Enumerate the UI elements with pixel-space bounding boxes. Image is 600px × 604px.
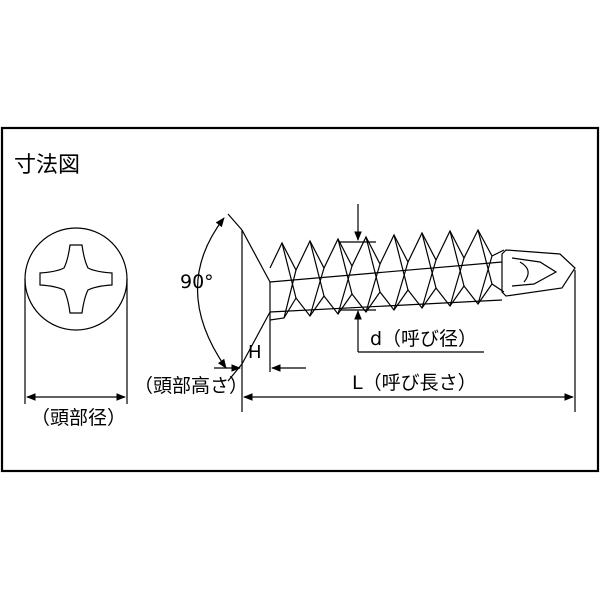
thread-crests-bottom (269, 283, 505, 321)
screw-head-top-view (24, 227, 128, 331)
d-label: d（呼び径） (370, 328, 477, 350)
angle-arc (196, 217, 227, 369)
thread-flanks (281, 229, 493, 319)
diagram-frame (0, 126, 600, 473)
h-label: H (248, 342, 262, 363)
diagram-title: 寸法図 (14, 153, 80, 178)
h-dimension (214, 312, 306, 412)
d-dimension (340, 204, 484, 353)
head-diameter-label: （頭部径） (31, 407, 126, 429)
head-height-label: （頭部高さ） (134, 375, 248, 397)
drill-point (501, 249, 576, 297)
head-diameter-dimension (24, 279, 128, 404)
thread-crests-top (269, 228, 505, 272)
length-label: L（呼び長さ） (352, 372, 477, 394)
angle-label: 90° (180, 271, 214, 293)
screw-side-view (227, 213, 576, 382)
phillips-cross-icon (39, 244, 113, 314)
l-dimension (243, 270, 576, 412)
